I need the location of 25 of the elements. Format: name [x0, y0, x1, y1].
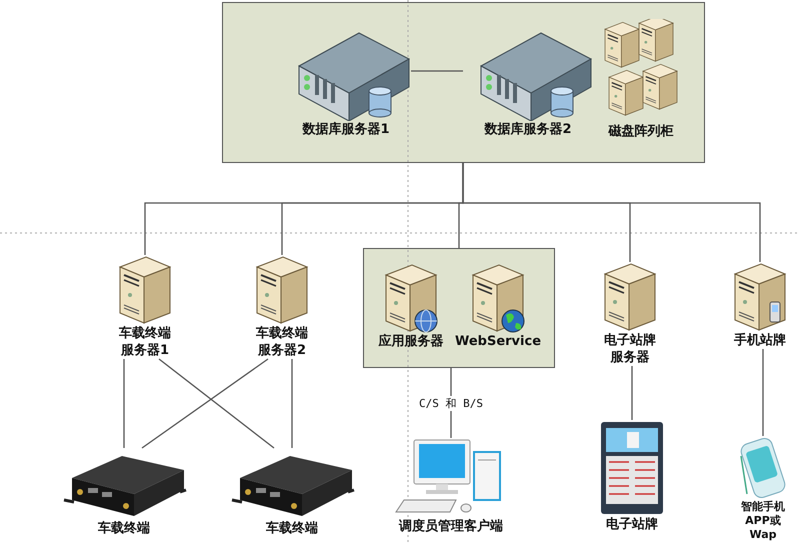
device-label: 磁盘阵列柜 — [607, 123, 674, 140]
device-label: 车载终端服务器1 — [118, 325, 172, 359]
connection-line — [462, 163, 761, 262]
connection-line — [631, 366, 633, 420]
connection-line — [291, 359, 293, 448]
device-label: 智能手机APP或Wap — [740, 500, 786, 542]
device-label: 应用服务器 — [378, 333, 444, 350]
device-label: 车载终端服务器2 — [255, 325, 309, 359]
connection-line — [142, 358, 268, 449]
connection-line — [158, 358, 274, 449]
device-label: WebService — [454, 333, 542, 350]
device-label: 电子站牌服务器 — [603, 332, 657, 366]
connection-line — [123, 359, 125, 448]
group-panel — [363, 248, 555, 368]
device-label: 数据库服务器2 — [484, 121, 572, 138]
device-label: 车载终端 — [98, 520, 150, 537]
device-label: 车载终端 — [266, 520, 318, 537]
device-label: 手机站牌 — [734, 332, 786, 349]
connection-line — [762, 349, 764, 436]
device-label: 数据库服务器1 — [302, 121, 390, 138]
edge-label: C/S 和 B/S — [417, 396, 485, 410]
device-label: 调度员管理客户端 — [399, 518, 503, 535]
group-panel — [222, 2, 705, 163]
device-label: 电子站牌 — [606, 516, 658, 533]
connection-line — [411, 70, 463, 72]
